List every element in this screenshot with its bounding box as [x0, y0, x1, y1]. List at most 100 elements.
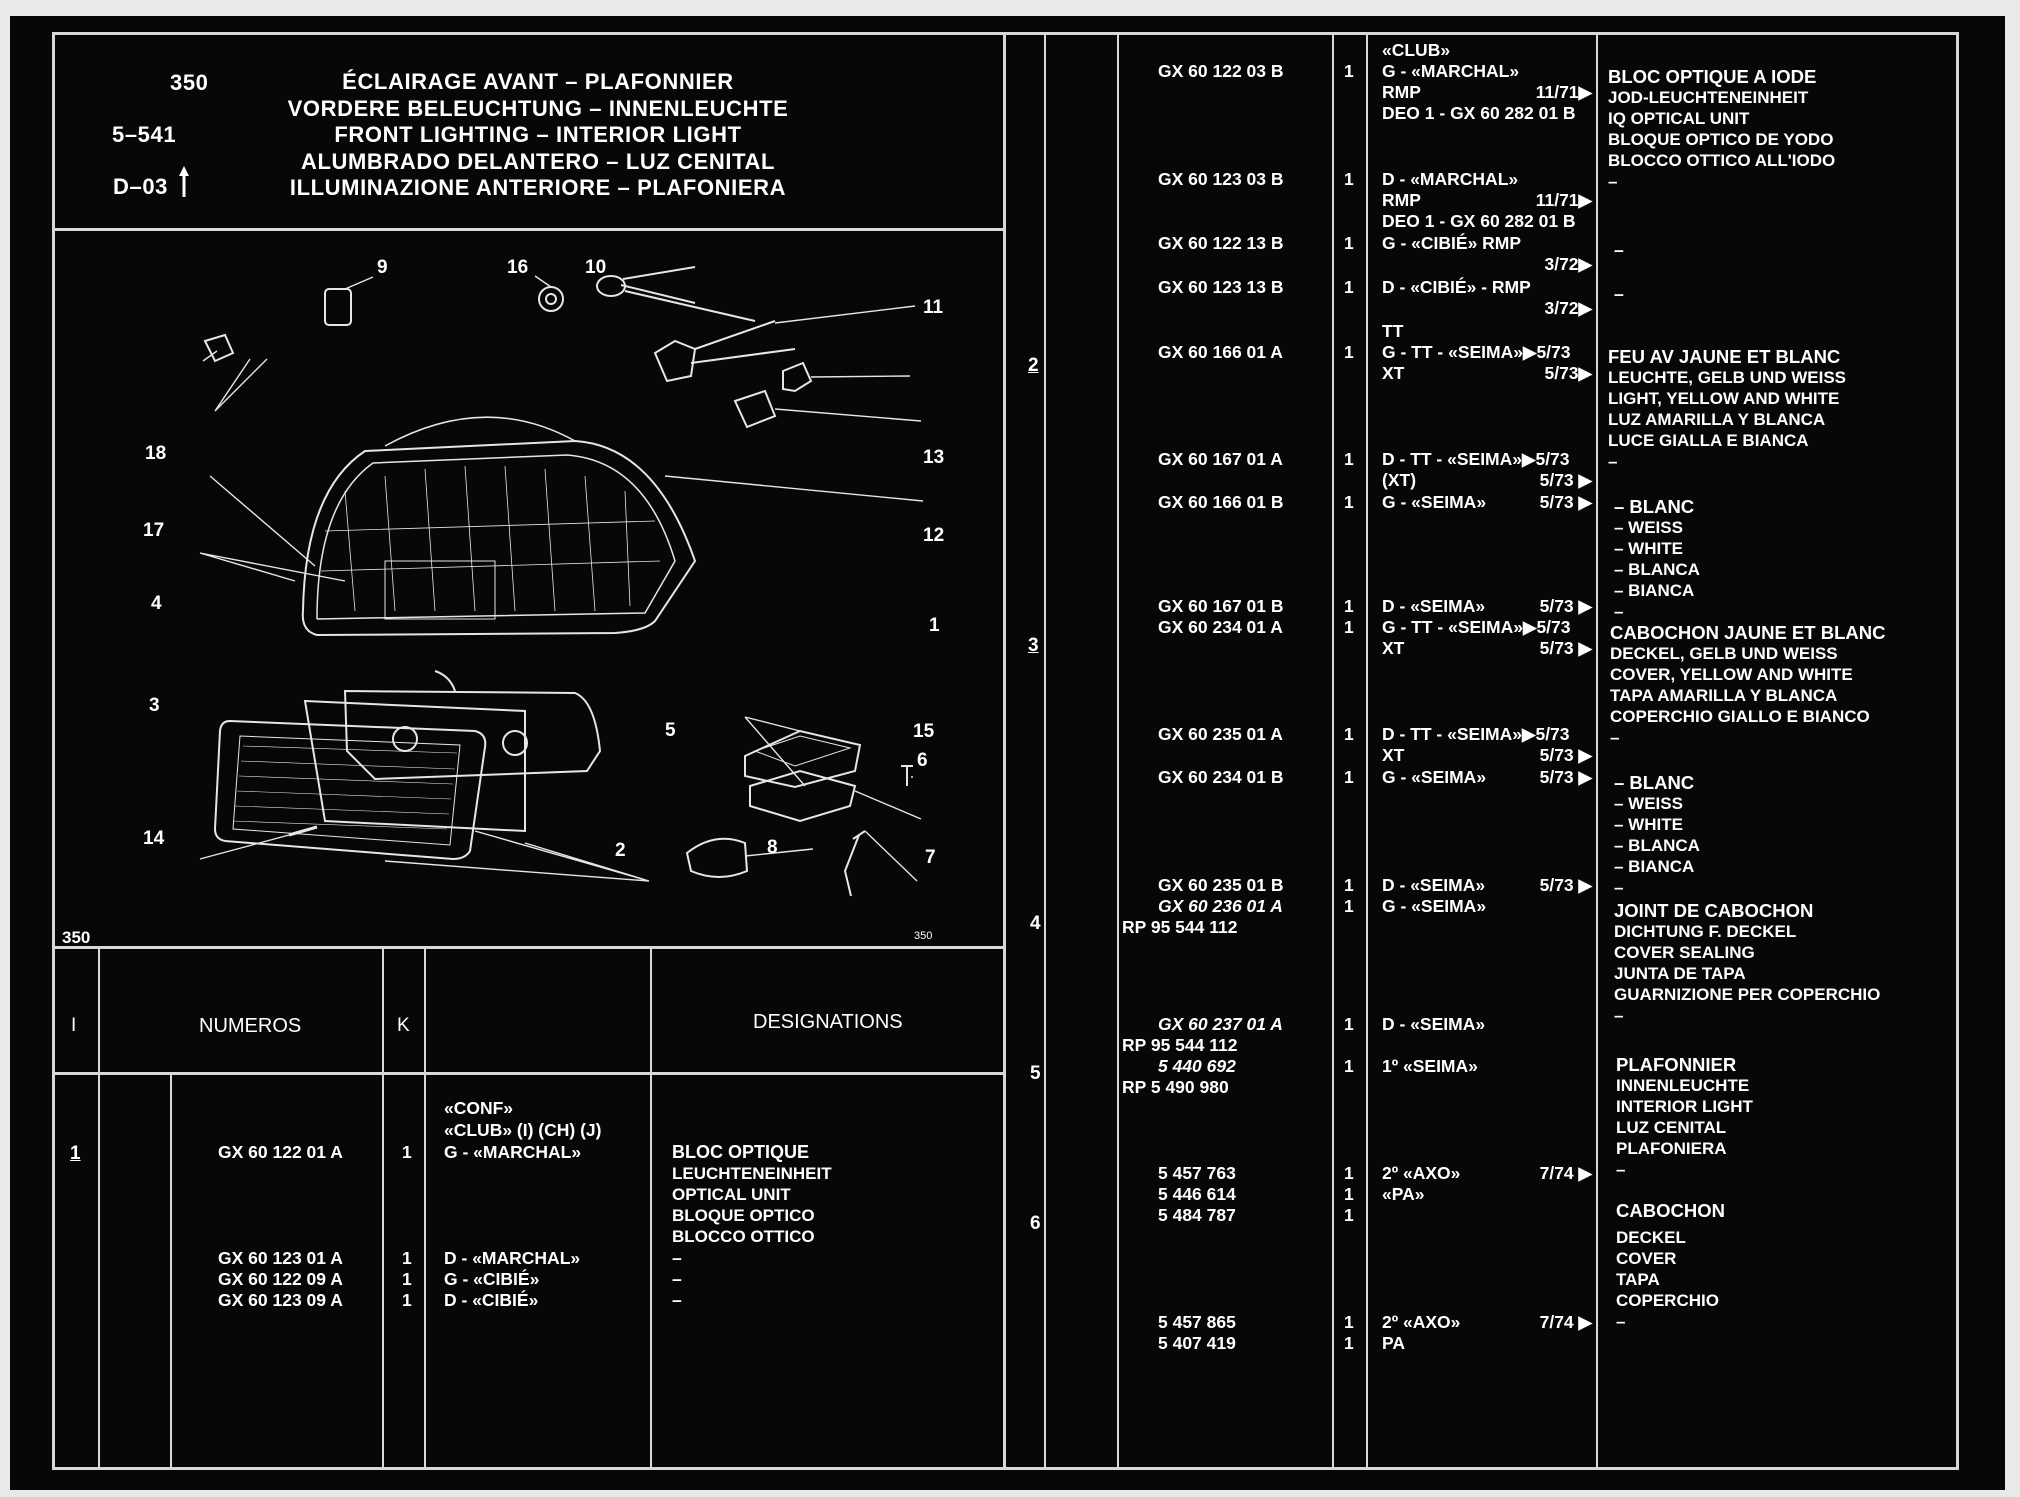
- right-col-item-border: [1044, 32, 1046, 1469]
- left-designation-line: BLOQUE OPTICO: [672, 1206, 815, 1225]
- right-designation-group-blanc-2: – BLANC – WEISS – WHITE – BLANCA – BIANC…: [1614, 772, 1700, 898]
- col-header-designations: DESIGNATIONS: [753, 1011, 903, 1033]
- right-item-3: 3: [1028, 635, 1039, 656]
- right-item-4: 4: [1030, 913, 1041, 934]
- left-qty: 1: [402, 1269, 412, 1289]
- right-part-number: 5 484 787: [1158, 1205, 1236, 1225]
- right-designation-line: COPERCHIO: [1616, 1291, 1719, 1310]
- left-panel-right-border: [1003, 32, 1006, 1469]
- right-qty: 1: [1344, 233, 1354, 253]
- right-variant: D - «SEIMA»: [1382, 1014, 1486, 1034]
- callout-13: 13: [923, 447, 944, 468]
- right-designation-line: –: [1616, 1312, 1626, 1331]
- exploded-diagram: 9 16 10 11 18 13 17 12 4 1 3 5 15 6 14 2…: [143, 257, 944, 897]
- right-designation-line: – WEISS: [1614, 794, 1683, 813]
- socket-12: [733, 389, 777, 429]
- right-qty: 1: [1344, 492, 1354, 512]
- right-part-number: GX 60 122 03 B: [1158, 61, 1284, 81]
- right-part-number: RP 95 544 112: [1122, 917, 1238, 937]
- frame-right: [1956, 32, 1959, 1469]
- callout-8: 8: [767, 837, 778, 858]
- right-variant: G - «SEIMA»: [1382, 767, 1487, 787]
- right-designation-line: –: [1614, 1006, 1624, 1025]
- title-de: VORDERE BELEUCHTUNG – INNENLEUCHTE: [287, 95, 789, 121]
- left-item-1: 1: [70, 1143, 81, 1164]
- bulb-8: [685, 837, 749, 878]
- right-part-number: GX 60 166 01 B: [1158, 492, 1284, 512]
- right-designation-group-feu: FEU AV JAUNE ET BLANC LEUCHTE, GELB UND …: [1608, 346, 1846, 472]
- right-col-variant-border: [1596, 32, 1598, 1469]
- headlamp-housing: [301, 439, 697, 637]
- left-designation-line: OPTICAL UNIT: [672, 1185, 791, 1204]
- diagram-plate-label: 350: [62, 928, 91, 947]
- right-variant: G - TT - «SEIMA»▶5/73: [1382, 617, 1571, 637]
- right-designation-group-joint: JOINT DE CABOCHON DICHTUNG F. DECKEL COV…: [1614, 900, 1880, 1026]
- right-designation-line: COVER: [1616, 1249, 1677, 1268]
- callout-14: 14: [143, 828, 165, 849]
- callout-18: 18: [145, 443, 166, 464]
- right-designation-line: LUZ CENITAL: [1616, 1118, 1727, 1137]
- right-col-number-border: [1117, 32, 1119, 1469]
- right-variant: D - «MARCHAL»: [1382, 169, 1519, 189]
- parts-sheet: 350 5–541 D–03 ÉCLAIRAGE AVANT – PLAFONN…: [10, 16, 2005, 1490]
- right-designation-line: PLAFONNIER: [1616, 1054, 1737, 1075]
- right-variant-date: 5/73 ▶: [1539, 767, 1592, 787]
- right-part-number: GX 60 166 01 A: [1158, 342, 1283, 362]
- left-part-number: GX 60 122 01 A: [218, 1142, 343, 1162]
- left-variant: D - «MARCHAL»: [444, 1248, 581, 1268]
- right-designation-line: JOINT DE CABOCHON: [1614, 900, 1814, 921]
- left-part-number: GX 60 123 01 A: [218, 1248, 343, 1268]
- right-variant: 1º «SEIMA»: [1382, 1056, 1478, 1076]
- right-designation-group-cabochon-2: CABOCHON DECKEL COVER TAPA COPERCHIO –: [1616, 1200, 1725, 1332]
- right-part-number: GX 60 122 13 B: [1158, 233, 1284, 253]
- grommet-16: [538, 286, 564, 312]
- right-designation: –: [1614, 284, 1624, 304]
- right-variant-date: 5/73 ▶: [1539, 470, 1592, 490]
- right-part-number: GX 60 234 01 A: [1158, 617, 1283, 637]
- callout-11: 11: [923, 297, 944, 318]
- callout-9: 9: [377, 257, 388, 278]
- right-designation-line: COPERCHIO GIALLO E BIANCO: [1610, 707, 1870, 726]
- bulb-10: [596, 275, 626, 297]
- right-variant: G - «MARCHAL»: [1382, 61, 1520, 81]
- right-designation-line: LUCE GIALLA E BIANCA: [1608, 431, 1809, 450]
- left-variant-line-1: «CONF»: [444, 1098, 514, 1118]
- right-part-number: 5 457 763: [1158, 1163, 1236, 1183]
- right-variant: PA: [1382, 1333, 1406, 1353]
- right-qty: 1: [1344, 1014, 1354, 1034]
- right-designation-line: PLAFONIERA: [1616, 1139, 1727, 1158]
- screw-15: [901, 765, 913, 786]
- right-designation-line: INTERIOR LIGHT: [1616, 1097, 1753, 1116]
- right-variant: RMP: [1382, 190, 1421, 210]
- left-designation-line: LEUCHTENEINHEIT: [672, 1164, 832, 1183]
- right-designation-line: – BLANC: [1614, 496, 1695, 517]
- right-qty: 1: [1344, 724, 1354, 744]
- right-variant: D - TT - «SEIMA»▶5/73: [1382, 724, 1570, 744]
- right-qty: 1: [1344, 1163, 1354, 1183]
- col-numbers-subborder: [170, 1072, 172, 1469]
- callout-4: 4: [151, 593, 162, 614]
- up-arrow-icon: [177, 164, 191, 198]
- left-variant-line-3: G - «MARCHAL»: [444, 1142, 582, 1162]
- title-en: FRONT LIGHTING – INTERIOR LIGHT: [334, 122, 742, 147]
- col-i-border: [98, 946, 100, 1469]
- right-designation-line: – BLANC: [1614, 772, 1695, 793]
- right-variant-date: 3/72▶: [1544, 254, 1592, 274]
- right-part-number: GX 60 235 01 B: [1158, 875, 1284, 895]
- right-designation-line: –: [1608, 452, 1618, 471]
- right-item-6: 6: [1030, 1213, 1041, 1234]
- right-col-qty-border: [1332, 32, 1334, 1469]
- right-variant: RMP: [1382, 82, 1421, 102]
- right-qty: 1: [1344, 61, 1354, 81]
- right-variant-date: 5/73 ▶: [1539, 875, 1592, 895]
- left-designation: –: [672, 1269, 682, 1289]
- left-part-number: GX 60 123 09 A: [218, 1290, 343, 1310]
- right-designation-line: – WHITE: [1614, 539, 1683, 558]
- right-variant-date: 7/74 ▶: [1539, 1312, 1592, 1332]
- col-k-border: [424, 946, 426, 1469]
- right-variant: D - «CIBIÉ» - RMP: [1382, 277, 1531, 297]
- right-variant-date: 5/73 ▶: [1539, 596, 1592, 616]
- right-part-number: GX 60 123 03 B: [1158, 169, 1284, 189]
- callout-7: 7: [925, 847, 936, 868]
- right-part-number: GX 60 234 01 B: [1158, 767, 1284, 787]
